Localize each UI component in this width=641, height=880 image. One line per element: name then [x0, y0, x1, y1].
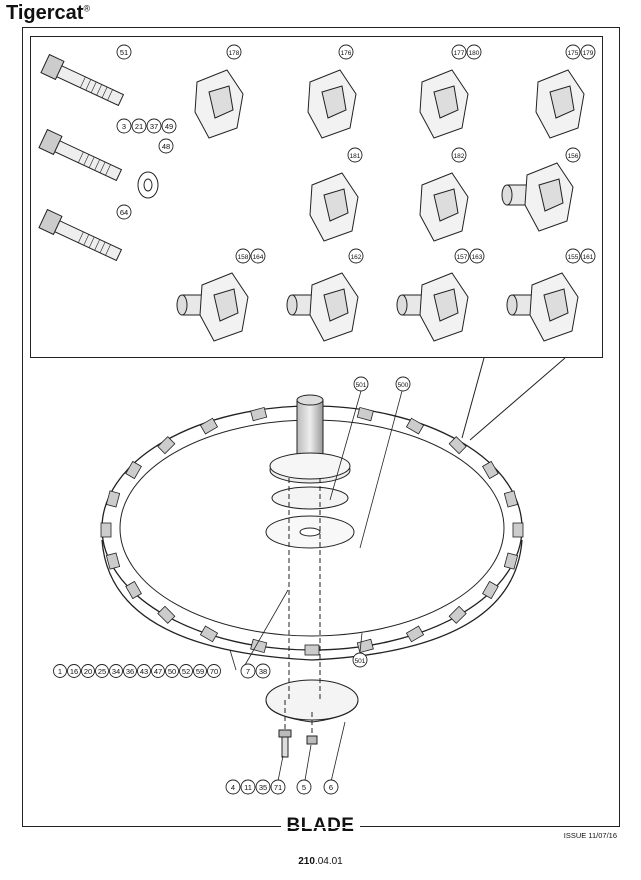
callout-label: 4	[231, 783, 235, 792]
callout-label: 179	[583, 50, 594, 57]
callout-label: 501	[356, 382, 367, 389]
page-title: BLADE	[0, 815, 641, 837]
callout-label: 71	[274, 783, 282, 792]
tooth	[419, 172, 469, 242]
callout-label: 162	[351, 254, 362, 261]
callout-label: 43	[140, 667, 148, 676]
blade-tooth	[503, 490, 519, 508]
callout-label: 47	[154, 667, 162, 676]
blade-tooth	[157, 436, 176, 455]
callout-label: 3	[122, 122, 126, 131]
callout-label: 6	[329, 783, 333, 792]
bolt	[38, 208, 123, 262]
callout-label: 500	[398, 382, 409, 389]
callout-label: 16	[70, 667, 78, 676]
blade-tooth	[405, 625, 425, 643]
brand-logo: Tigercat®	[6, 2, 91, 24]
tooth	[176, 272, 249, 342]
callout-label: 50	[168, 667, 176, 676]
callout-label: 175	[568, 50, 579, 57]
parts-inset	[38, 53, 585, 342]
callout-label: 64	[120, 208, 128, 217]
callout-label: 5	[302, 783, 306, 792]
tooth	[194, 69, 244, 139]
callout-label: 1	[58, 667, 62, 676]
blade-tooth	[405, 417, 425, 435]
tooth	[307, 69, 357, 139]
callout-label: 51	[120, 48, 128, 57]
tooth	[419, 69, 469, 139]
inset-leader	[469, 357, 566, 441]
callout-label: 35	[259, 783, 267, 792]
blade-tooth	[105, 490, 121, 508]
callout-label: 161	[583, 254, 594, 261]
callout-label: 155	[568, 254, 579, 261]
blade-tooth	[503, 552, 519, 570]
callout-label: 25	[98, 667, 106, 676]
bolt	[38, 128, 123, 182]
callout-label: 164	[253, 254, 264, 261]
blade-tooth	[199, 625, 219, 643]
callout-label: 158	[238, 254, 249, 261]
blade-tooth	[304, 644, 320, 656]
title-gap	[22, 827, 620, 828]
blade-tooth	[105, 552, 121, 570]
blade-tooth	[157, 605, 176, 624]
callout-label: 178	[229, 50, 240, 57]
callout-label: 180	[469, 50, 480, 57]
blade-teeth	[100, 404, 524, 656]
blade-tooth	[482, 460, 499, 480]
blade-tooth	[356, 406, 374, 422]
tooth	[396, 272, 469, 342]
callout-label: 177	[454, 50, 465, 57]
callout-label: 49	[165, 122, 173, 131]
callout-label: 70	[210, 667, 218, 676]
blade-tooth	[125, 460, 142, 480]
callout-label: 48	[162, 142, 170, 151]
callout-label: 157	[457, 254, 468, 261]
callout-label: 176	[341, 50, 352, 57]
page-number: 210.04.01	[298, 856, 343, 867]
callout-label: 20	[84, 667, 92, 676]
bolt	[40, 53, 125, 107]
blade-tooth	[482, 580, 499, 600]
parts-inset-frame	[30, 36, 603, 358]
tooth	[506, 272, 579, 342]
callout-label: 59	[196, 667, 204, 676]
callout-label: 182	[454, 153, 465, 160]
blade-tooth	[250, 406, 268, 422]
blade-tooth	[199, 417, 219, 435]
callout-label: 181	[350, 153, 361, 160]
tooth	[309, 172, 359, 242]
callout-label: 36	[126, 667, 134, 676]
blade-tooth	[448, 605, 467, 624]
callout-label: 501	[355, 658, 366, 665]
blade-hub	[265, 394, 355, 549]
callout-label: 156	[568, 153, 579, 160]
issue-date: ISSUE 11/07/16	[563, 831, 617, 840]
blade-tooth	[448, 436, 467, 455]
callout-label: 163	[472, 254, 483, 261]
callout-label: 7	[246, 667, 250, 676]
callout-label: 11	[244, 783, 252, 792]
blade-tooth	[100, 522, 112, 538]
callout-label: 21	[135, 122, 143, 131]
inset-leader	[461, 357, 485, 439]
callout-label: 34	[112, 667, 120, 676]
tooth	[535, 69, 585, 139]
blade-tooth	[512, 522, 524, 538]
tooth	[286, 272, 359, 342]
blade-tooth	[125, 580, 142, 600]
hub-nut	[306, 735, 318, 745]
callout-label: 37	[150, 122, 158, 131]
callout-label: 52	[182, 667, 190, 676]
tooth	[501, 162, 574, 232]
callout-label: 38	[259, 667, 267, 676]
blade-tooth	[250, 638, 268, 654]
hub-bolt	[278, 729, 292, 758]
